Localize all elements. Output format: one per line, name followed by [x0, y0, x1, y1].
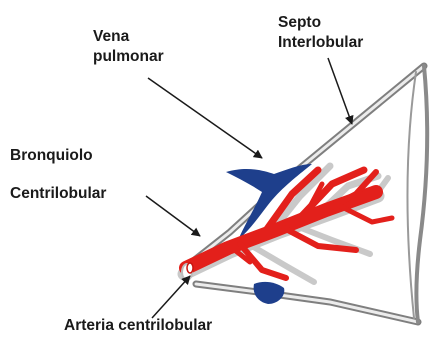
label-vena-pulmonar-line1: Vena: [93, 27, 129, 46]
artery-lumen: [187, 263, 193, 273]
label-arteria-centrilobular: Arteria centrilobular: [64, 316, 212, 335]
leader-vena-pulmonar: [148, 78, 262, 158]
leader-bronquiolo-centrilobular: [146, 196, 200, 236]
leader-septo-interlobular: [328, 58, 352, 124]
label-septo-interlobular-line2: Interlobular: [278, 33, 363, 52]
label-centrilobular: Centrilobular: [10, 184, 106, 203]
artery-branch-4: [284, 228, 356, 250]
label-septo-interlobular-line1: Septo: [278, 13, 321, 32]
interlobular-septum: [192, 66, 427, 322]
label-bronquiolo: Bronquiolo: [10, 146, 93, 165]
vein-lower-branch: [254, 282, 285, 304]
label-vena-pulmonar-line2: pulmonar: [93, 47, 164, 66]
leader-arteria-centrilobular: [152, 276, 190, 318]
septum-right-line: [416, 66, 427, 322]
